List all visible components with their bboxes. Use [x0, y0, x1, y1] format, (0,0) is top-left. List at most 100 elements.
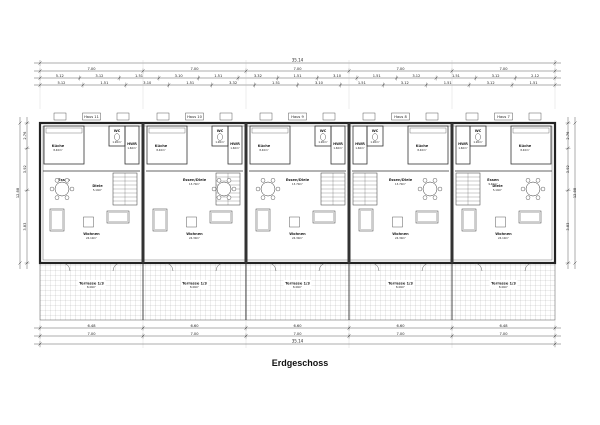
right-dim-total-label: 12.88 — [573, 187, 577, 198]
dining-chair — [417, 186, 423, 192]
essen-area: 13.70m² — [395, 182, 406, 186]
entrance-canopy — [528, 112, 542, 121]
haus-label-box — [494, 112, 513, 121]
left-dim-total-label: 12.88 — [16, 187, 20, 198]
right-dim-label: 3.92 — [566, 165, 570, 173]
wohnen-label: Wohnen — [83, 232, 100, 236]
wc-label: WC — [475, 129, 482, 133]
dining-table — [54, 181, 70, 197]
sofa-cushion — [417, 212, 437, 222]
wc-label: WC — [372, 129, 379, 133]
dining-chair — [270, 195, 276, 200]
terrace-door-swing — [164, 262, 174, 272]
coffee-table — [392, 216, 403, 228]
plan-title: Erdgeschoss — [271, 358, 329, 368]
top-row3-label: 3.10 — [315, 81, 324, 85]
dining-chair — [216, 178, 222, 183]
haus-label: Haus 7 — [497, 115, 509, 119]
dining-table — [422, 181, 438, 197]
haus-label: Haus 9 — [291, 115, 304, 119]
top-row3-label: 3.12 — [487, 81, 495, 85]
dining-chair — [432, 178, 438, 183]
kitchen-counter — [45, 127, 83, 134]
top-row2-label: 1.51 — [373, 74, 381, 78]
diele-label: Diele — [92, 184, 103, 188]
dining-chair — [231, 186, 237, 192]
hwr-label: HWR — [230, 142, 240, 146]
diele-label: Diele — [492, 184, 503, 188]
kitchen-label: Küche — [519, 144, 532, 148]
dining-chair — [422, 195, 428, 200]
sofa — [209, 210, 233, 224]
dining-chair — [422, 178, 428, 183]
hwr-label: HWR — [458, 142, 468, 146]
hwr-room — [455, 125, 471, 165]
sofa-cushion — [463, 210, 475, 230]
top-row3-label: 3.32 — [229, 81, 237, 85]
top-row3-label: 1.51 — [444, 81, 452, 85]
dining-table — [216, 181, 232, 197]
dining-chair — [520, 186, 526, 192]
top-row3-label: 5.12 — [57, 81, 65, 85]
essen-area: 9.40m² — [488, 182, 497, 186]
sofa — [255, 208, 271, 232]
hwr-label: HWR — [333, 142, 343, 146]
top-row2-label: 3.10 — [175, 74, 184, 78]
toilet-icon — [320, 133, 326, 141]
wohnen-label: Wohnen — [392, 232, 409, 236]
wc-label: WC — [217, 129, 224, 133]
hwr-area: 1.60m² — [458, 146, 467, 150]
dining-chair — [535, 195, 541, 200]
kitchen-label: Küche — [416, 144, 429, 148]
dining-chair — [54, 195, 60, 200]
terrace-area: 8.40m² — [293, 285, 302, 289]
bottom-row2-label: 7.00 — [190, 332, 199, 336]
party-wall — [141, 123, 145, 263]
right-dim-total-tick — [573, 121, 577, 125]
wc-area: 1.90m² — [370, 140, 379, 144]
right-dim-label: 3.83 — [566, 223, 570, 231]
left-dim-label: 2.76 — [23, 131, 27, 140]
dining-chair — [64, 195, 70, 200]
sofa-cushion — [108, 212, 128, 222]
bottom-row1-label: 6.60 — [190, 324, 199, 328]
dining-chair — [211, 186, 217, 192]
haus-label-box — [288, 112, 307, 121]
top-row1-label: 7.00 — [87, 67, 96, 71]
terrace-area: 8.40m² — [499, 285, 508, 289]
dining-chair — [226, 195, 232, 200]
essen-label: Essen/Diele — [183, 178, 207, 182]
terrace-door-swing — [267, 262, 277, 272]
entrance-canopy — [465, 112, 479, 121]
toilet-icon — [114, 133, 120, 141]
terrace-door-swing — [473, 262, 483, 272]
toilet-icon — [475, 133, 481, 141]
toilet-icon — [372, 133, 378, 141]
sofa-cushion — [257, 210, 269, 230]
wc-area: 1.90m² — [112, 140, 121, 144]
terrace-door-swing — [421, 262, 431, 272]
right-dim-total-tick — [573, 261, 577, 265]
terrace-tiles — [39, 262, 556, 321]
haus-label: Haus 11 — [84, 115, 99, 119]
kitchen-area: 8.40m² — [259, 148, 268, 152]
terrace-label-bg — [489, 280, 518, 289]
hwr-area: 1.60m² — [127, 146, 136, 150]
kitchen-area: 8.40m² — [520, 148, 529, 152]
top-row3-label: 3.10 — [143, 81, 152, 85]
hwr-area: 1.60m² — [230, 146, 239, 150]
dining-table — [525, 181, 541, 197]
top-row2-label: 3.32 — [254, 74, 262, 78]
wohnen-area: 24.30m² — [292, 236, 303, 240]
dining-chair — [255, 186, 261, 192]
terrace-label: Terrasse 1/3 — [79, 282, 104, 286]
terrace-door-swing — [215, 262, 225, 272]
dining-chair — [270, 178, 276, 183]
terrace-door-swing — [318, 262, 328, 272]
terrace-label-bg — [180, 280, 209, 289]
wohnen-area: 24.10m² — [86, 236, 97, 240]
wc-area: 1.90m² — [318, 140, 327, 144]
dining-chair — [226, 178, 232, 183]
